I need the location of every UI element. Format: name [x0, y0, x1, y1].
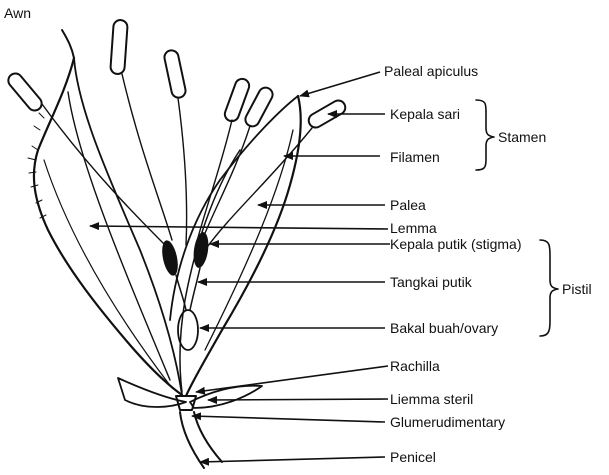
label-glumerudimentary: Glumerudimentary — [390, 414, 505, 430]
arrow-lemma — [90, 226, 388, 229]
awn — [62, 30, 74, 58]
pedicel — [180, 412, 222, 468]
sterile-lemma-right — [190, 386, 262, 408]
arrow-paleal-apiculus — [300, 72, 380, 96]
label-pistil-group: Pistil — [562, 281, 592, 297]
label-liemma-steril: Liemma steril — [390, 391, 473, 407]
label-penicel: Penicel — [390, 449, 436, 465]
inner-hull-line — [180, 150, 240, 392]
palea-inner — [170, 96, 298, 320]
label-kepala-putik: Kepala putik (stigma) — [390, 236, 522, 252]
label-awn: Awn — [4, 5, 31, 21]
labels: Awn Paleal apiculus Kepala sari Filamen … — [4, 5, 592, 465]
sterile-lemma-left — [118, 378, 186, 407]
label-kepala-sari: Kepala sari — [390, 106, 460, 122]
anther — [163, 49, 187, 99]
label-filamen: Filamen — [390, 149, 440, 165]
rachilla — [176, 396, 196, 410]
label-tangkai-putik: Tangkai putik — [390, 274, 473, 290]
lemma-vein-2 — [44, 160, 172, 388]
arrow-rachilla — [196, 366, 388, 392]
label-rachilla: Rachilla — [390, 358, 440, 374]
label-stamen-group: Stamen — [498, 129, 546, 145]
lemma-vein — [68, 92, 170, 380]
label-palea: Palea — [390, 197, 426, 213]
stigma — [159, 239, 180, 277]
label-paleal-apiculus: Paleal apiculus — [384, 63, 478, 79]
style — [176, 268, 200, 310]
stamen-group — [5, 20, 347, 250]
arrow-glumerudimentary — [192, 416, 385, 422]
arrow-penicel — [200, 457, 385, 462]
palea-vein — [205, 130, 293, 350]
stigma — [192, 231, 211, 269]
label-lemma: Lemma — [390, 220, 437, 236]
lemma-hairs — [28, 113, 46, 218]
pistil-brace — [540, 240, 558, 336]
filament — [205, 128, 312, 250]
filament — [122, 74, 172, 240]
stamen-brace — [476, 100, 494, 170]
filament — [178, 98, 187, 245]
anther — [110, 20, 128, 75]
anther — [5, 71, 44, 114]
filament — [196, 120, 232, 245]
label-bakal-buah: Bakal buah/ovary — [390, 320, 498, 336]
arrow-liemma-steril — [208, 399, 388, 400]
